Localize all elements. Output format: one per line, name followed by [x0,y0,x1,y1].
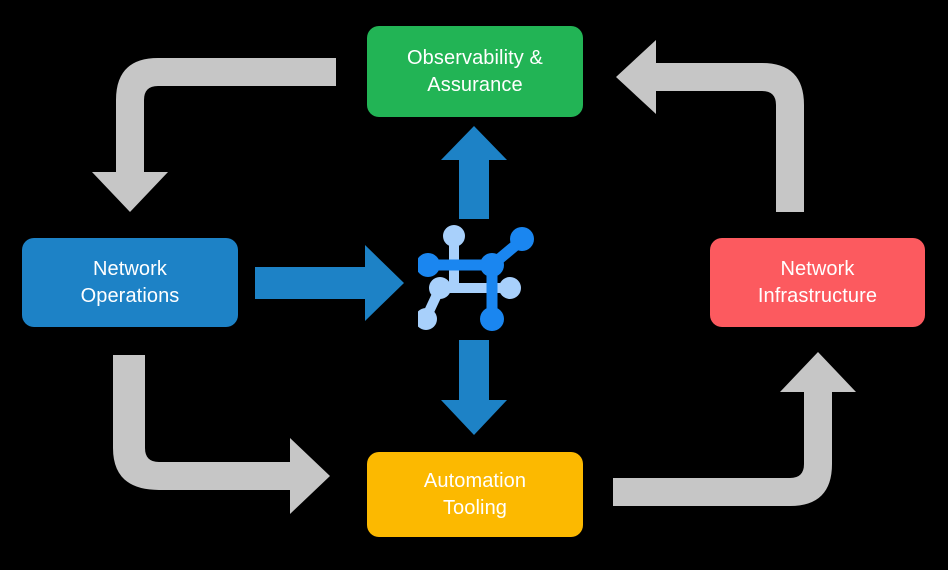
node-network-infrastructure[interactable]: Network Infrastructure [710,238,925,327]
node-observability-label: Observability & Assurance [407,47,543,96]
network-topology-icon [418,225,534,331]
arrow-infrastructure-to-observability [616,40,804,212]
arrow-observability-to-operations [92,58,336,212]
arrow-center-to-automation [441,340,507,435]
node-automation-tooling[interactable]: Automation Tooling [367,452,583,537]
node-operations-label: Network Operations [80,258,180,307]
node-network-operations[interactable]: Network Operations [22,238,238,327]
node-infrastructure-label: Network Infrastructure [757,258,878,307]
arrow-center-to-observability [441,126,507,219]
node-observability-assurance[interactable]: Observability & Assurance [367,26,583,117]
arrow-automation-to-infrastructure [613,352,856,506]
arrow-operations-to-automation [113,355,330,514]
arrow-operations-to-center [255,245,404,321]
node-automation-label: Automation Tooling [423,470,527,519]
